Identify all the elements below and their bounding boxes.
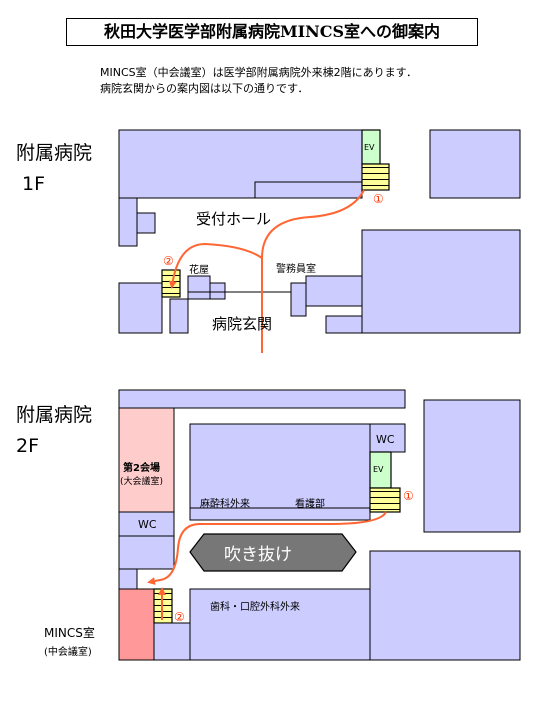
f1-entrance-edge <box>325 315 363 334</box>
floor1-labels: EV 受付ホール 花屋 警務員室 病院玄関 ① ② <box>163 143 384 333</box>
f1-left-lower <box>118 282 163 334</box>
f1-flower-shop-label: 花屋 <box>189 263 209 276</box>
floor2-floor-label: 2F <box>16 435 40 457</box>
f2-mincs-name: MINCS室 <box>44 625 95 640</box>
f2-stairs-1 <box>369 487 401 513</box>
f2-right-lower <box>369 550 521 661</box>
f2-wc-top-label: WC <box>376 433 395 446</box>
f2-wc-left-label: WC <box>138 518 157 531</box>
f2-right-tower <box>423 399 521 533</box>
f2-atrium <box>189 533 357 572</box>
floor1-building-label: 附属病院 <box>16 142 93 164</box>
f1-left-inner <box>136 212 156 234</box>
f2-nursing-label: 看護部 <box>295 497 325 510</box>
f1-right-tower <box>429 129 521 199</box>
f1-ev-label: EV <box>364 143 375 152</box>
page-title: 秋田大学医学部附属病院MINCS室への御案内 <box>66 18 478 46</box>
f2-top-strip <box>118 389 406 409</box>
f2-wc-top <box>369 423 406 453</box>
f1-guard-pillar <box>290 282 307 317</box>
f1-guard-room-label: 警務員室 <box>276 262 316 275</box>
floor2-labels: WC EV 第2会場 (大会議室) WC 麻酔科外来 看護部 吹き抜け 歯科・口… <box>44 433 414 658</box>
floor1-map <box>118 129 521 334</box>
f2-marker-2: ② <box>174 610 185 624</box>
f1-route-branch <box>168 242 263 289</box>
f1-marker-1: ① <box>373 192 384 206</box>
intro-note-2: 病院玄関からの案内図は以下の通りです． <box>100 82 309 95</box>
f1-marker-2: ② <box>163 254 174 268</box>
f1-corridor-block <box>254 181 363 199</box>
f1-reception-hall-label: 受付ホール <box>196 210 271 228</box>
f1-stairs-1 <box>361 163 390 191</box>
floor2-map <box>118 389 521 661</box>
f1-entrance-label: 病院玄関 <box>212 315 272 333</box>
f2-mincs-sub: (中会議室) <box>44 645 92 658</box>
f2-ev-label: EV <box>373 465 384 474</box>
f1-right-lower <box>361 229 521 334</box>
f2-room2 <box>118 407 175 513</box>
f1-stairs-2 <box>161 269 181 298</box>
f2-lower-left-block <box>153 622 191 661</box>
f2-left-mid <box>118 535 175 570</box>
floor2-building-label: 附属病院 <box>16 404 93 426</box>
f2-anesthesia-label: 麻酔科外来 <box>200 497 250 510</box>
f2-dental-label: 歯科・口腔外科外来 <box>210 600 300 613</box>
f1-pillar-1 <box>169 298 189 334</box>
f2-dental-block <box>189 588 371 661</box>
f1-left-block <box>118 197 138 247</box>
f2-mincs-room <box>118 588 155 661</box>
f1-flower-box <box>209 282 226 300</box>
f2-wc-left <box>118 511 175 537</box>
f2-marker-1: ① <box>403 489 414 503</box>
intro-note-1: MINCS室（中会議室）は医学部附属病院外来棟2階にあります． <box>100 66 418 79</box>
f2-room2-name: 第2会場 <box>123 461 160 474</box>
floor1-floor-label: 1F <box>22 173 46 195</box>
f2-atrium-label: 吹き抜け <box>224 545 292 565</box>
f1-route-main <box>261 189 365 353</box>
f1-guard-room <box>305 275 363 307</box>
f2-room2-sub: (大会議室) <box>120 475 163 487</box>
f2-route-main <box>147 511 387 585</box>
f2-central-inner <box>189 507 371 521</box>
f1-flower-shop <box>187 275 211 300</box>
f2-left-small <box>118 568 138 590</box>
